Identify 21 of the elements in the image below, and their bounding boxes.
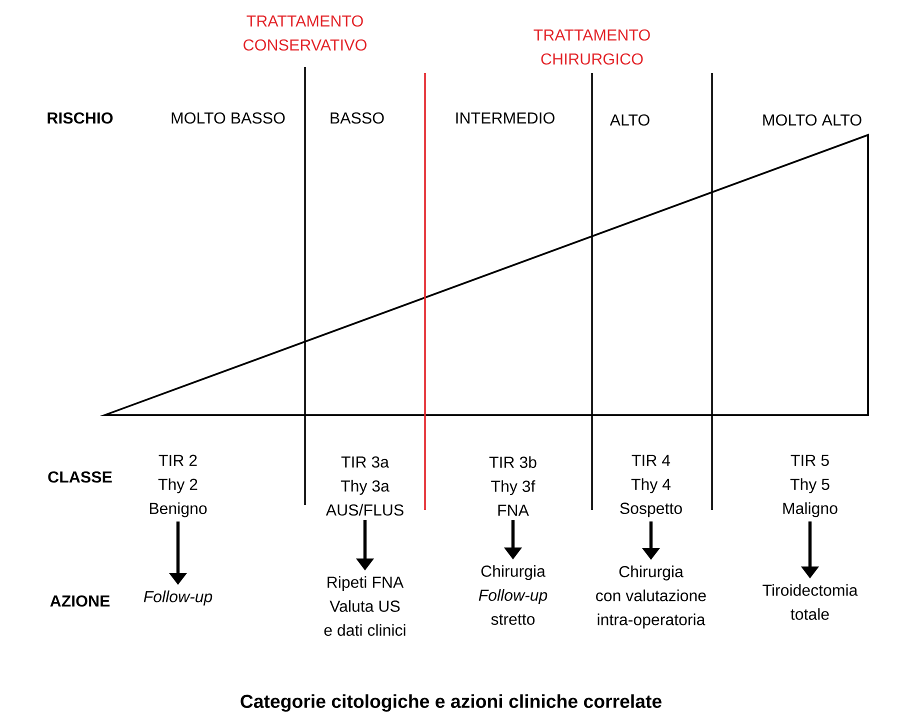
- treatment-heading: TRATTAMENTO CONSERVATIVO: [244, 15, 366, 51]
- treatment-heading: TRATTAMENTO CHIRURGICO: [534, 29, 650, 65]
- class-text: TIR 2 Thy 2 Benigno: [150, 454, 207, 518]
- row-label: AZIONE: [50, 595, 110, 607]
- class-text: TIR 5 Thy 5 Maligno: [783, 454, 838, 518]
- risk-level: INTERMEDIO: [453, 111, 557, 125]
- caption: Categorie citologiche e azioni cliniche correlate: [240, 694, 662, 712]
- action-text: Follow-up: [144, 590, 212, 606]
- risk-level: MOLTO BASSO: [169, 111, 287, 125]
- class-text: TIR 4 Thy 4 Sospetto: [620, 454, 682, 518]
- row-label: CLASSE: [48, 471, 112, 483]
- class-text: TIR 3a Thy 3a AUS/FLUS: [326, 456, 404, 516]
- action-text: Tiroidectomia totale: [762, 584, 858, 620]
- action-text: Ripeti FNA Valuta US e dati clinici: [324, 576, 406, 636]
- action-text: Chirurgia Follow-up stretto: [478, 565, 548, 625]
- class-text: TIR 3b Thy 3f FNA: [489, 456, 536, 516]
- action-text: Chirurgia con valutazione intra-operatoria: [596, 566, 706, 628]
- risk-level: BASSO: [328, 111, 386, 125]
- risk-level: MOLTO ALTO: [760, 113, 864, 127]
- row-label: RISCHIO: [48, 112, 113, 124]
- risk-level: ALTO: [608, 113, 652, 127]
